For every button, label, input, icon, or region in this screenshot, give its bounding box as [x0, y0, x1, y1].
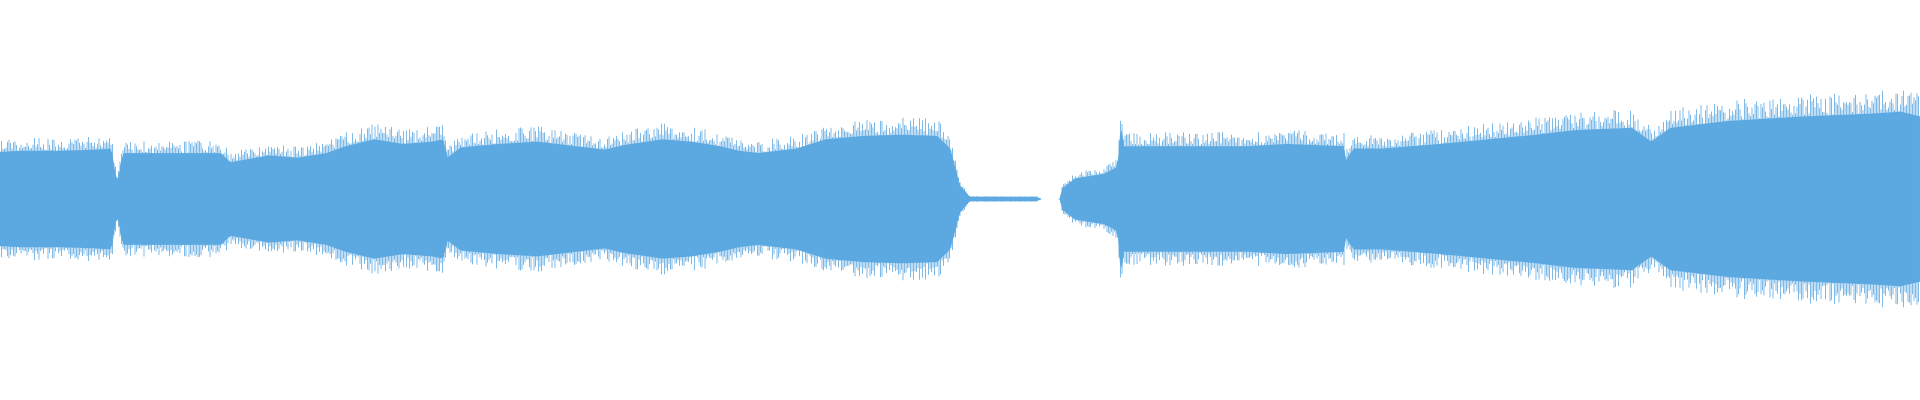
- waveform-peaks-lines: [0, 90, 1919, 308]
- waveform-peaks: [0, 90, 1920, 308]
